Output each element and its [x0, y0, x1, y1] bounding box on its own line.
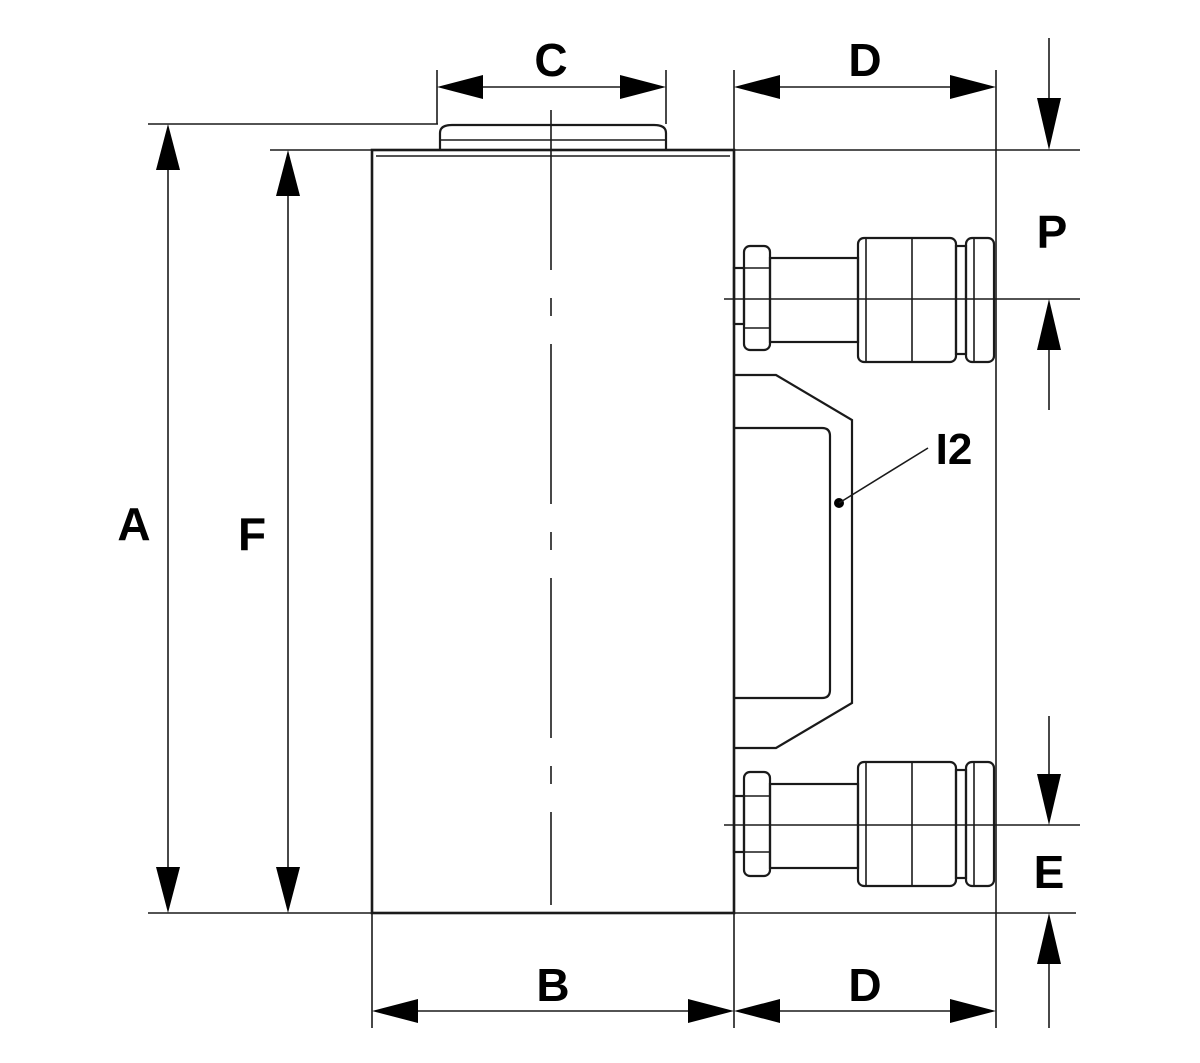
label-e: E — [1034, 846, 1065, 898]
coupler-upper — [732, 236, 996, 364]
carry-handle — [734, 373, 854, 750]
dimension-d-top: D — [734, 34, 996, 99]
dimension-f: F — [238, 150, 300, 913]
dimension-c: C — [437, 34, 666, 99]
extension-lines — [148, 70, 1080, 1028]
label-a: A — [117, 498, 150, 550]
coupler-lower — [732, 760, 996, 888]
label-b: B — [536, 959, 569, 1011]
label-d-top: D — [848, 34, 881, 86]
callout-i2: I2 — [838, 425, 973, 504]
label-d-bottom: D — [848, 959, 881, 1011]
dimension-p: P — [1037, 38, 1068, 410]
dimension-d-bottom: D — [734, 959, 996, 1023]
dimension-b: B — [372, 959, 734, 1023]
cylinder-body — [370, 110, 736, 915]
label-c: C — [534, 34, 567, 86]
label-p: P — [1037, 206, 1068, 258]
label-i2: I2 — [936, 425, 973, 474]
dimension-a: A — [117, 124, 180, 913]
label-f: F — [238, 508, 266, 560]
plunger-saddle — [438, 123, 668, 150]
dimension-e: E — [1034, 716, 1065, 1028]
